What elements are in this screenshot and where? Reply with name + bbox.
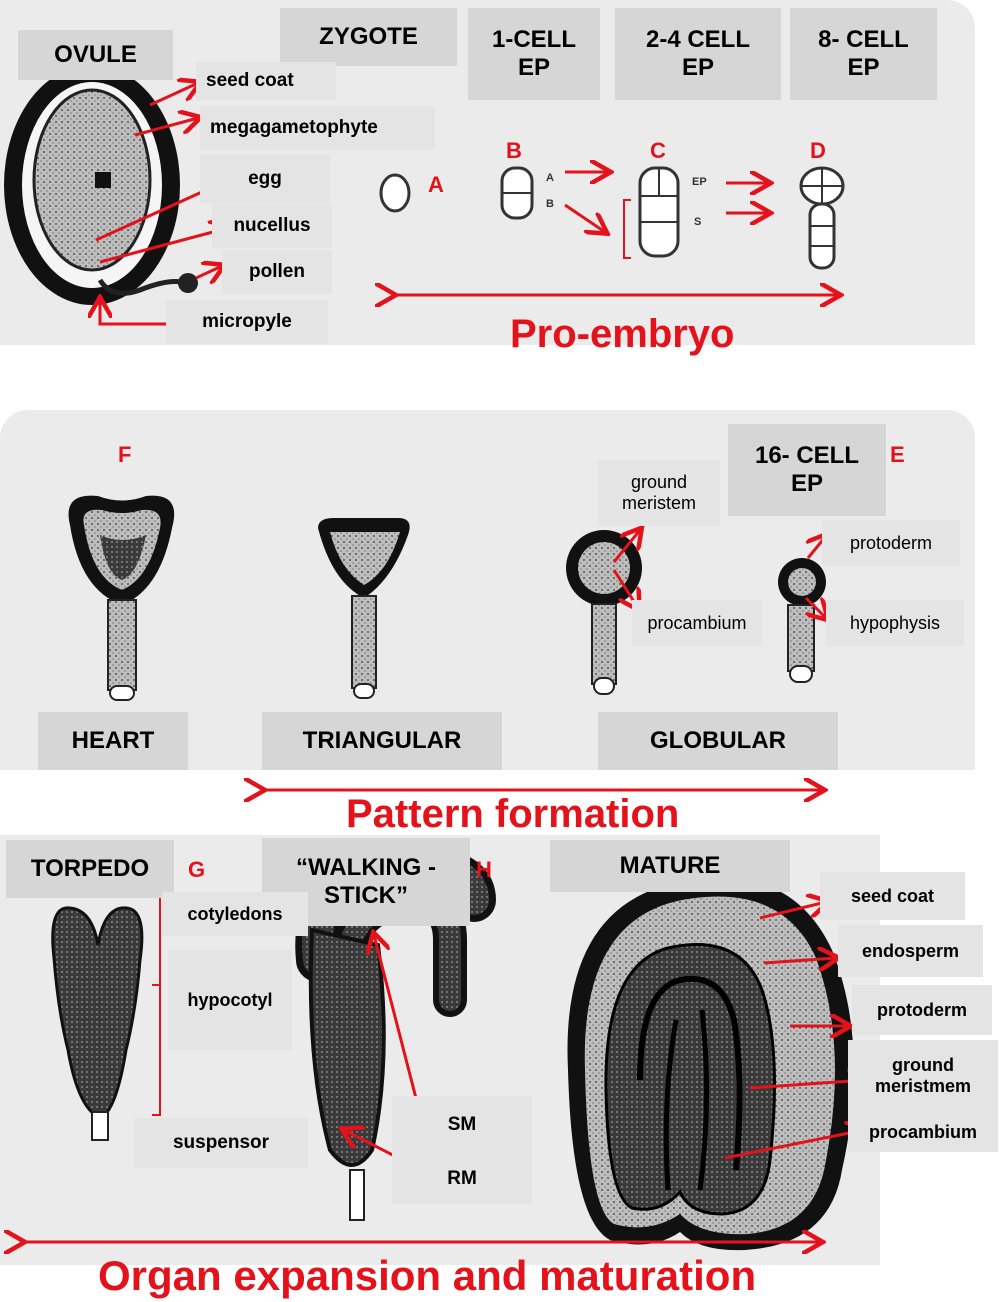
label-hypophysis: hypophysis — [826, 600, 964, 646]
zygote-header: ZYGOTE — [280, 8, 457, 66]
proembryo-mark-s: S — [694, 216, 701, 228]
sixteen-cell-ep-header: 16- CELL EP — [728, 424, 886, 516]
torpedo-embryo-drawing — [53, 908, 142, 1140]
eight-cell-ep-header: 8- CELL EP — [790, 8, 937, 100]
heart-header: HEART — [38, 712, 188, 770]
letter-d: D — [810, 138, 826, 164]
ovule-label-micropyle: micropyle — [166, 300, 328, 344]
ovule-label-nucellus: nucellus — [212, 204, 332, 248]
zygote-cell — [381, 175, 409, 211]
triangular-embryo-drawing — [318, 518, 410, 698]
globular-embryo-drawing — [566, 530, 642, 694]
ovule-label-megagametophyte: megagametophyte — [200, 106, 435, 150]
two-four-cell-ep-drawing — [640, 168, 678, 256]
letter-c: C — [650, 138, 666, 164]
ovule-header: OVULE — [18, 30, 173, 80]
label-ground-meristem-mature: ground meristmem — [848, 1040, 998, 1112]
letter-a: A — [428, 172, 444, 198]
letter-g: G — [188, 857, 205, 883]
phase-pattern-formation: Pattern formation — [346, 792, 679, 837]
label-procambium-mature: procambium — [848, 1112, 998, 1152]
phase-organ-expansion: Organ expansion and maturation — [98, 1252, 756, 1300]
proembryo-mark-a: A — [546, 172, 554, 184]
eight-cell-ep-drawing — [801, 168, 843, 268]
label-ground-meristem: ground meristem — [598, 460, 720, 526]
label-hypocotyl: hypocotyl — [168, 950, 292, 1050]
label-protoderm-16cell: protoderm — [822, 520, 960, 566]
mature-header: MATURE — [550, 840, 790, 892]
letter-e: E — [890, 442, 905, 468]
one-cell-ep-header: 1-CELL EP — [468, 8, 600, 100]
letter-f: F — [118, 442, 131, 468]
label-procambium-globular: procambium — [632, 600, 762, 646]
ovule-drawing — [4, 65, 198, 305]
ovule-label-egg: egg — [200, 155, 330, 203]
heart-embryo-drawing — [69, 496, 175, 700]
two-four-cell-ep-header: 2-4 CELL EP — [615, 8, 781, 100]
proembryo-arrows — [393, 172, 838, 295]
label-seed-coat-mature: seed coat — [820, 872, 965, 920]
label-rm: RM — [392, 1154, 532, 1204]
label-sm: SM — [392, 1096, 532, 1154]
mature-seed-drawing — [568, 878, 854, 1251]
ovule-label-seed-coat: seed coat — [196, 62, 336, 100]
label-cotyledons: cotyledons — [162, 892, 308, 936]
label-protoderm-mature: protoderm — [852, 985, 992, 1035]
torpedo-header: TORPEDO — [6, 840, 174, 898]
proembryo-mark-b: B — [546, 198, 554, 210]
one-cell-ep-drawing — [502, 168, 532, 218]
letter-b: B — [506, 138, 522, 164]
proembryo-mark-ep: EP — [692, 176, 707, 188]
phase-proembryo: Pro-embryo — [510, 312, 735, 357]
label-suspensor: suspensor — [134, 1118, 308, 1168]
letter-h: H — [476, 857, 492, 883]
sixteen-cell-ep-drawing — [778, 558, 826, 682]
globular-header: GLOBULAR — [598, 712, 838, 770]
label-endosperm: endosperm — [838, 925, 983, 977]
ovule-label-pollen: pollen — [222, 250, 332, 294]
triangular-header: TRIANGULAR — [262, 712, 502, 770]
